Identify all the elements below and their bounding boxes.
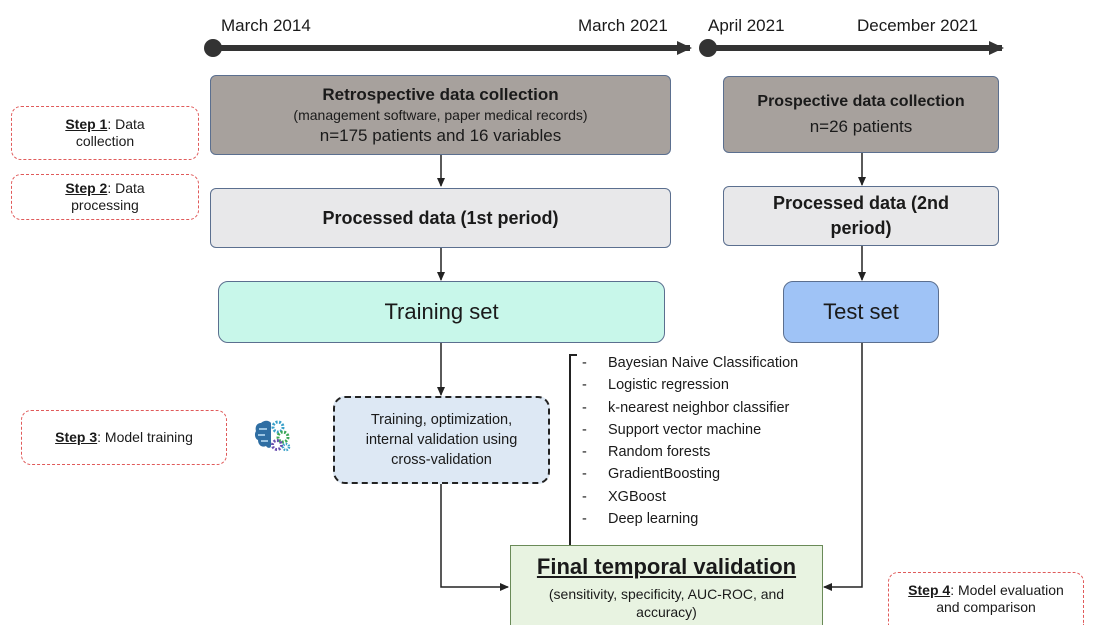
step-2-text-b: processing: [71, 197, 139, 213]
final-validation-title: Final temporal validation: [536, 554, 797, 579]
step-1-text-b: collection: [75, 133, 135, 149]
algorithm-item: -XGBoost: [582, 488, 667, 505]
brain-gears-icon: [253, 417, 291, 455]
processed-data-1-label: Processed data (1st period): [322, 207, 559, 228]
retrospective-box: Retrospective data collection (managemen…: [210, 75, 671, 155]
arrow-test-to-final: [823, 343, 863, 591]
step-3-text: : Model training: [97, 428, 193, 445]
processed-data-2-box: Processed data (2nd period): [723, 186, 999, 246]
algorithm-item: -k-nearest neighbor classifier: [582, 399, 790, 416]
algorithm-item: -Logistic regression: [582, 377, 729, 394]
model-training-line3: cross-validation: [391, 452, 492, 468]
prospective-box: Prospective data collection n=26 patient…: [723, 76, 999, 153]
step-3-label: Step 3: Model training: [21, 410, 227, 465]
arrow-model-to-final: [440, 484, 509, 591]
step-1-text-a: : Data: [107, 115, 145, 132]
algorithm-name: k-nearest neighbor classifier: [608, 399, 790, 416]
timeline-right: [699, 39, 1004, 57]
step-2-key: Step 2: [65, 179, 108, 196]
timeline-left-start: March 2014: [221, 16, 311, 35]
algorithm-name: XGBoost: [608, 488, 667, 505]
retrospective-title: Retrospective data collection: [322, 84, 559, 104]
test-set-label: Test set: [823, 299, 899, 324]
step-4-text-a: : Model evaluation: [950, 581, 1064, 598]
step-1-key: Step 1: [65, 115, 108, 132]
algorithm-name: Random forests: [608, 444, 711, 461]
final-validation-sub1: (sensitivity, specificity, AUC-ROC, and: [548, 586, 785, 602]
model-training-line1: Training, optimization,: [370, 412, 513, 428]
training-set-box: Training set: [218, 281, 665, 343]
final-validation-sub2: accuracy): [636, 604, 697, 620]
prospective-count: n=26 patients: [809, 116, 913, 136]
retrospective-subtitle: (management software, paper medical reco…: [293, 106, 588, 123]
algorithm-name: Bayesian Naive Classification: [608, 355, 799, 371]
processed-data-1-box: Processed data (1st period): [210, 188, 671, 248]
step-2-text-a: : Data: [107, 179, 145, 196]
algorithm-name: Support vector machine: [608, 421, 762, 438]
algorithm-list: -Bayesian Naive Classification -Logistic…: [582, 352, 798, 530]
step-4-key: Step 4: [908, 581, 951, 598]
algorithm-item: -Deep learning: [582, 511, 699, 528]
step-4-text-b: and comparison: [936, 599, 1036, 615]
timeline-right-end: December 2021: [857, 16, 978, 35]
algorithm-item: -Random forests: [582, 444, 711, 461]
timeline-right-start: April 2021: [708, 16, 785, 35]
algorithm-item: -GradientBoosting: [582, 466, 721, 483]
processed-data-2-line2: period): [830, 218, 892, 238]
training-set-label: Training set: [384, 299, 499, 324]
timeline-left: [204, 39, 692, 57]
final-validation-box: Final temporal validation (sensitivity, …: [510, 545, 823, 625]
algorithm-name: GradientBoosting: [608, 466, 721, 483]
prospective-title: Prospective data collection: [757, 92, 965, 110]
algorithms-bracket: [569, 354, 577, 553]
algorithm-item: -Support vector machine: [582, 421, 762, 438]
algorithm-name: Logistic regression: [608, 377, 729, 394]
algorithm-name: Deep learning: [608, 511, 699, 528]
algorithm-item: -Bayesian Naive Classification: [582, 355, 799, 371]
model-training-box: Training, optimization, internal validat…: [333, 396, 550, 484]
retrospective-count: n=175 patients and 16 variables: [319, 125, 562, 145]
processed-data-2-line1: Processed data (2nd: [772, 193, 950, 213]
timeline-left-end: March 2021: [578, 16, 668, 35]
model-training-line2: internal validation using: [365, 432, 518, 448]
step-3-key: Step 3: [55, 428, 98, 445]
test-set-box: Test set: [783, 281, 939, 343]
